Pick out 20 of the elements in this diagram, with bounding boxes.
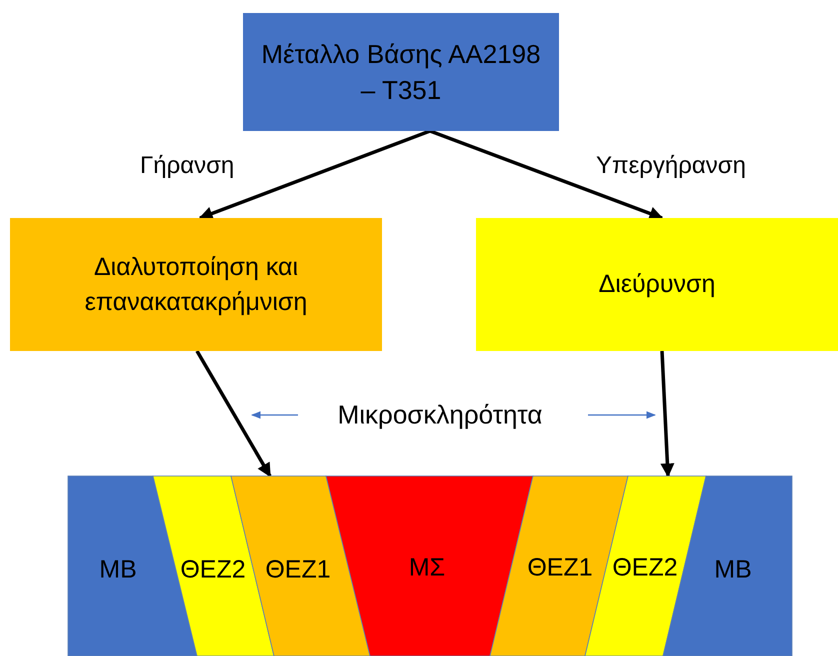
arrow: [429, 129, 664, 220]
process-box: [243, 13, 559, 131]
arrow: [660, 350, 674, 478]
box-text: Μέταλλο Βάσης ΑΑ2198 – Τ351: [260, 38, 542, 107]
zone-label: ΜΒ: [99, 556, 137, 584]
box-text: Διεύρυνση: [598, 269, 716, 300]
arrow: [198, 129, 431, 220]
zone-label: ΘΕΖ1: [265, 556, 331, 584]
edge-label: Υπεργήρανση: [596, 152, 746, 180]
measurement-label: Μικροσκληρότητα: [338, 400, 542, 430]
edge-label: Γήρανση: [140, 152, 234, 180]
process-box: [10, 218, 382, 351]
zone-label: ΘΕΖ2: [180, 556, 246, 584]
zone-label: ΜΒ: [714, 556, 752, 584]
process-box: [476, 218, 838, 351]
arrow: [195, 350, 272, 478]
zone-label: ΘΕΖ2: [612, 554, 678, 582]
box-text: Διαλυτοποίηση και επανακατακρήμνιση: [84, 252, 308, 318]
zone-label: ΘΕΖ1: [527, 554, 593, 582]
zone-label: ΜΣ: [408, 554, 446, 582]
